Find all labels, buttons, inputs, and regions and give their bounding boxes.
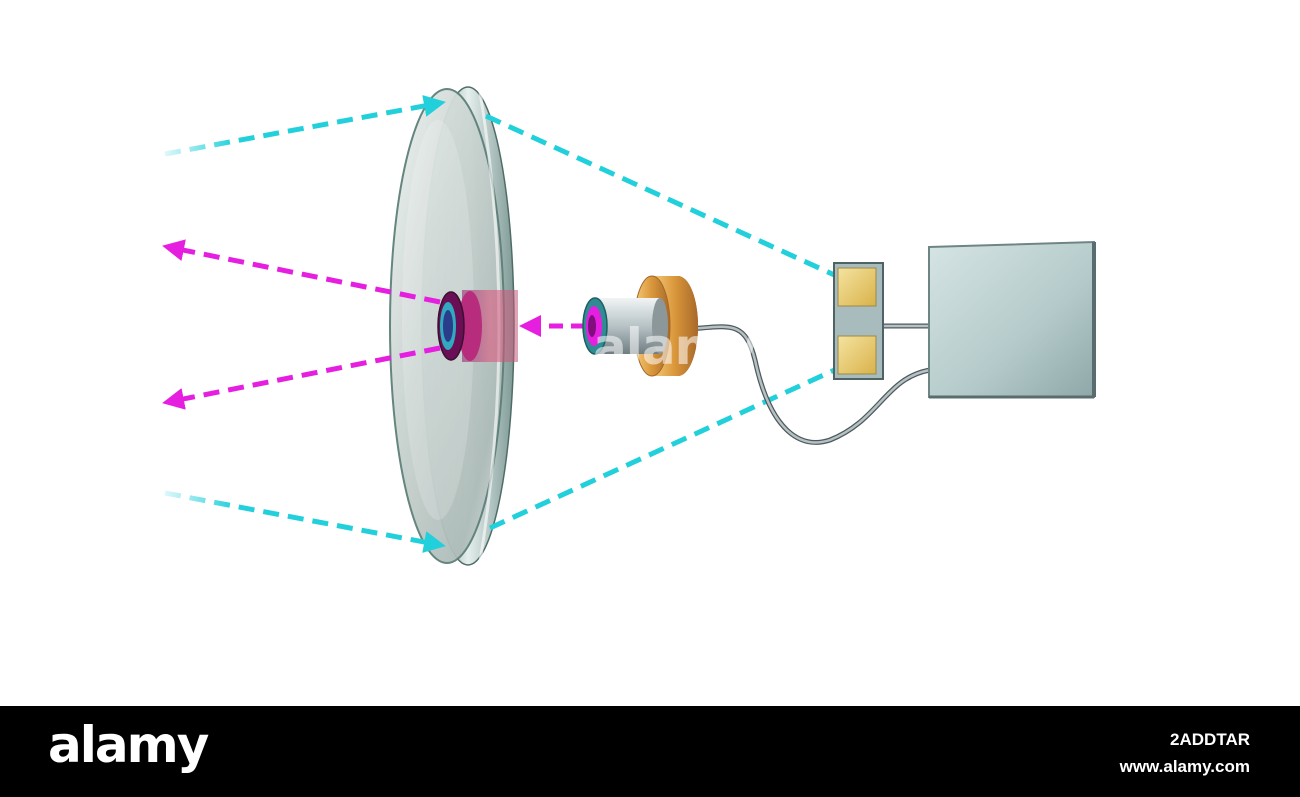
signal-cable	[689, 323, 932, 445]
ring-icon	[437, 290, 518, 362]
diagram-canvas	[162, 86, 1096, 566]
image-id-label: 2ADDTAR	[1170, 730, 1250, 749]
detector-icon	[833, 262, 884, 380]
outgoing-signal-arrows	[162, 239, 585, 410]
horn-icon	[582, 275, 698, 377]
incoming-signal-arrows	[164, 95, 446, 553]
box-icon	[928, 240, 1096, 399]
site-url-link[interactable]: www.alamy.com	[1119, 757, 1250, 776]
footer-logo[interactable]: alamy	[48, 716, 209, 774]
footer-bar: alamy 2ADDTAR www.alamy.com	[0, 706, 1300, 797]
diagram-stage: alamy	[162, 86, 1096, 566]
reflected-signal-arrows	[484, 113, 858, 531]
